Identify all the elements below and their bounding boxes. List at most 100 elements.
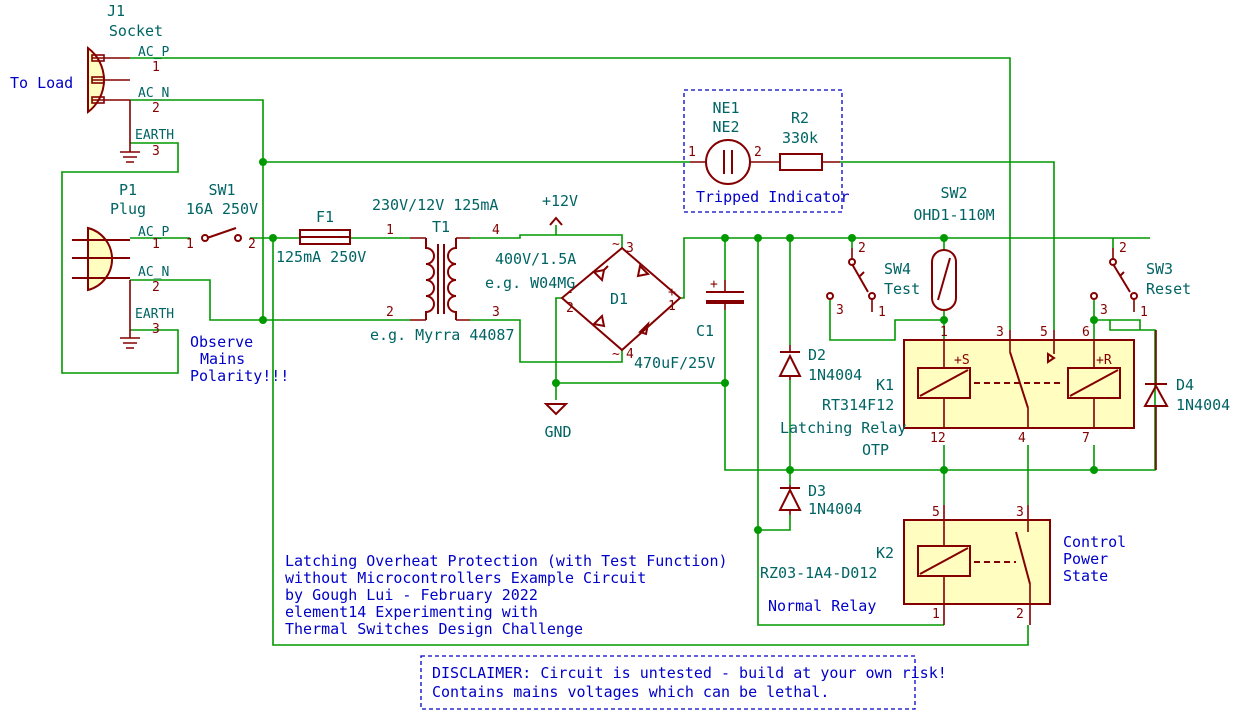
sw1-switch: SW1 16A 250V 1 2 — [186, 181, 258, 252]
svg-text:3: 3 — [1100, 303, 1108, 318]
svg-text:6: 6 — [1082, 325, 1090, 340]
j1-socket: J1 Socket AC_P 1 AC_N 2 EARTH 3 — [87, 2, 174, 163]
p1-pin2-num: 2 — [152, 280, 160, 295]
svg-text:Mains: Mains — [200, 350, 245, 368]
k1-desc1: Latching Relay — [780, 419, 906, 437]
c1-ref: C1 — [696, 322, 714, 340]
svg-text:Observe: Observe — [190, 333, 253, 351]
j1-pin2-num: 2 — [152, 101, 160, 116]
k1-desc2: OTP — [862, 441, 889, 459]
r2-value: 330k — [782, 129, 818, 147]
d4-value: 1N4004 — [1176, 396, 1230, 414]
sw2-thermal-switch: SW2 OHD1-110M — [913, 184, 995, 311]
ne2-ref: NE2 — [712, 118, 739, 136]
ne1-ref: NE1 — [712, 99, 739, 117]
gnd-symbol: GND — [543, 403, 572, 441]
svg-text:+: + — [710, 277, 718, 292]
to-load-note: To Load — [10, 74, 73, 92]
svg-text:2: 2 — [858, 241, 866, 256]
svg-text:Polarity!!!: Polarity!!! — [190, 367, 289, 385]
svg-text:1: 1 — [940, 325, 948, 340]
svg-text:Contains mains voltages which: Contains mains voltages which can be let… — [432, 683, 829, 701]
svg-text:2: 2 — [248, 237, 256, 252]
p1-pin1-num: 1 — [152, 237, 160, 252]
svg-text:State: State — [1063, 567, 1108, 585]
p1-plug: P1 Plug AC_P 1 AC_N 2 EARTH 3 — [72, 181, 174, 349]
d2-value: 1N4004 — [808, 366, 862, 384]
d3-ref: D3 — [808, 482, 826, 500]
svg-text:1: 1 — [878, 305, 886, 320]
p1-pin2-label: AC_N — [138, 265, 169, 280]
svg-text:1: 1 — [1140, 305, 1148, 320]
d1-ref: D1 — [610, 290, 628, 308]
d1-value: 400V/1.5A — [495, 250, 576, 268]
svg-text:3: 3 — [492, 305, 500, 320]
k1-ref: K1 — [876, 376, 894, 394]
t1-transformer: 230V/12V 125mA T1 e.g. Myrra 44087 1 2 3… — [370, 196, 515, 344]
svg-text:3: 3 — [836, 303, 844, 318]
d3-value: 1N4004 — [808, 500, 862, 518]
k2-normal-relay: 5 3 1 2 K2 RZ03-1A4-D012 Normal Relay — [760, 505, 1051, 625]
k2-ref: K2 — [876, 544, 894, 562]
svg-text:Power: Power — [1063, 550, 1108, 568]
k1-latching-relay: +S +R 1 3 5 6 12 4 7 K1 RT314F12 Latchin… — [780, 325, 1135, 459]
sw4-value: Test — [884, 280, 920, 298]
svg-text:~: ~ — [612, 237, 620, 252]
svg-text:Latching Overheat Protection (: Latching Overheat Protection (with Test … — [285, 552, 728, 570]
sw1-value: 16A 250V — [186, 200, 258, 218]
d4-ref: D4 — [1176, 376, 1194, 394]
svg-text:2: 2 — [566, 301, 574, 316]
t1-part: e.g. Myrra 44087 — [370, 326, 515, 344]
f1-fuse: F1 125mA 250V — [276, 208, 366, 266]
j1-pin1-num: 1 — [152, 60, 160, 75]
j1-pin2-label: AC_N — [138, 86, 169, 101]
svg-text:+R: +R — [1096, 353, 1112, 368]
svg-text:3: 3 — [1016, 505, 1024, 520]
sw2-value: OHD1-110M — [913, 206, 994, 224]
svg-text:1: 1 — [668, 299, 676, 314]
d1-part: e.g. W04MG — [485, 274, 575, 292]
svg-text:without Microcontrollers Examp: without Microcontrollers Example Circuit — [285, 569, 646, 587]
svg-text:1: 1 — [186, 237, 194, 252]
c1-capacitor: + C1 470uF/25V — [634, 277, 744, 372]
d3-diode: D3 1N4004 — [778, 482, 862, 518]
d2-diode: D2 1N4004 — [778, 345, 862, 384]
junctions — [259, 158, 1098, 534]
t1-ref: T1 — [432, 218, 450, 236]
svg-text:2: 2 — [386, 305, 394, 320]
j1-pin1-label: AC_P — [138, 45, 169, 60]
title-block: Latching Overheat Protection (with Test … — [285, 552, 728, 638]
svg-text:~: ~ — [612, 347, 620, 362]
sw3-value: Reset — [1146, 280, 1191, 298]
j1-ref: J1 — [107, 2, 125, 20]
j1-pin3-num: 3 — [152, 144, 160, 159]
svg-text:3: 3 — [996, 325, 1004, 340]
k1-value: RT314F12 — [822, 396, 894, 414]
r2-ref: R2 — [791, 109, 809, 127]
d1-bridge-rectifier: D1 400V/1.5A e.g. W04MG 1 2 3 4 + - ~ ~ — [485, 237, 682, 362]
f1-ref: F1 — [316, 208, 334, 226]
control-power-note: Control Power State — [1063, 533, 1126, 585]
svg-text:Thermal Switches Design Challe: Thermal Switches Design Challenge — [285, 620, 583, 638]
sw3-reset-switch: 2 3 1 SW3 Reset — [1090, 241, 1191, 320]
j1-pin3-label: EARTH — [135, 128, 174, 143]
j1-value: Socket — [109, 22, 163, 40]
plus12v-label: +12V — [542, 192, 578, 210]
sw4-test-switch: 2 3 1 SW4 Test — [826, 241, 920, 320]
svg-text:2: 2 — [1119, 241, 1127, 256]
tripped-label: Tripped Indicator — [696, 188, 850, 206]
p1-pin3-label: EARTH — [135, 307, 174, 322]
f1-value: 125mA 250V — [276, 248, 366, 266]
svg-text:7: 7 — [1082, 431, 1090, 446]
svg-text:+S: +S — [954, 353, 970, 368]
svg-text:4: 4 — [626, 347, 634, 362]
t1-value: 230V/12V 125mA — [372, 196, 498, 214]
sw4-ref: SW4 — [884, 260, 911, 278]
svg-text:-: - — [566, 285, 574, 300]
k2-desc: Normal Relay — [768, 597, 876, 615]
svg-text:DISCLAIMER: Circuit is unteste: DISCLAIMER: Circuit is untested - build … — [432, 664, 947, 682]
svg-text:1: 1 — [386, 223, 394, 238]
svg-text:2: 2 — [1016, 607, 1024, 622]
disclaimer-box: DISCLAIMER: Circuit is untested - build … — [420, 655, 947, 710]
c1-value: 470uF/25V — [634, 354, 715, 372]
